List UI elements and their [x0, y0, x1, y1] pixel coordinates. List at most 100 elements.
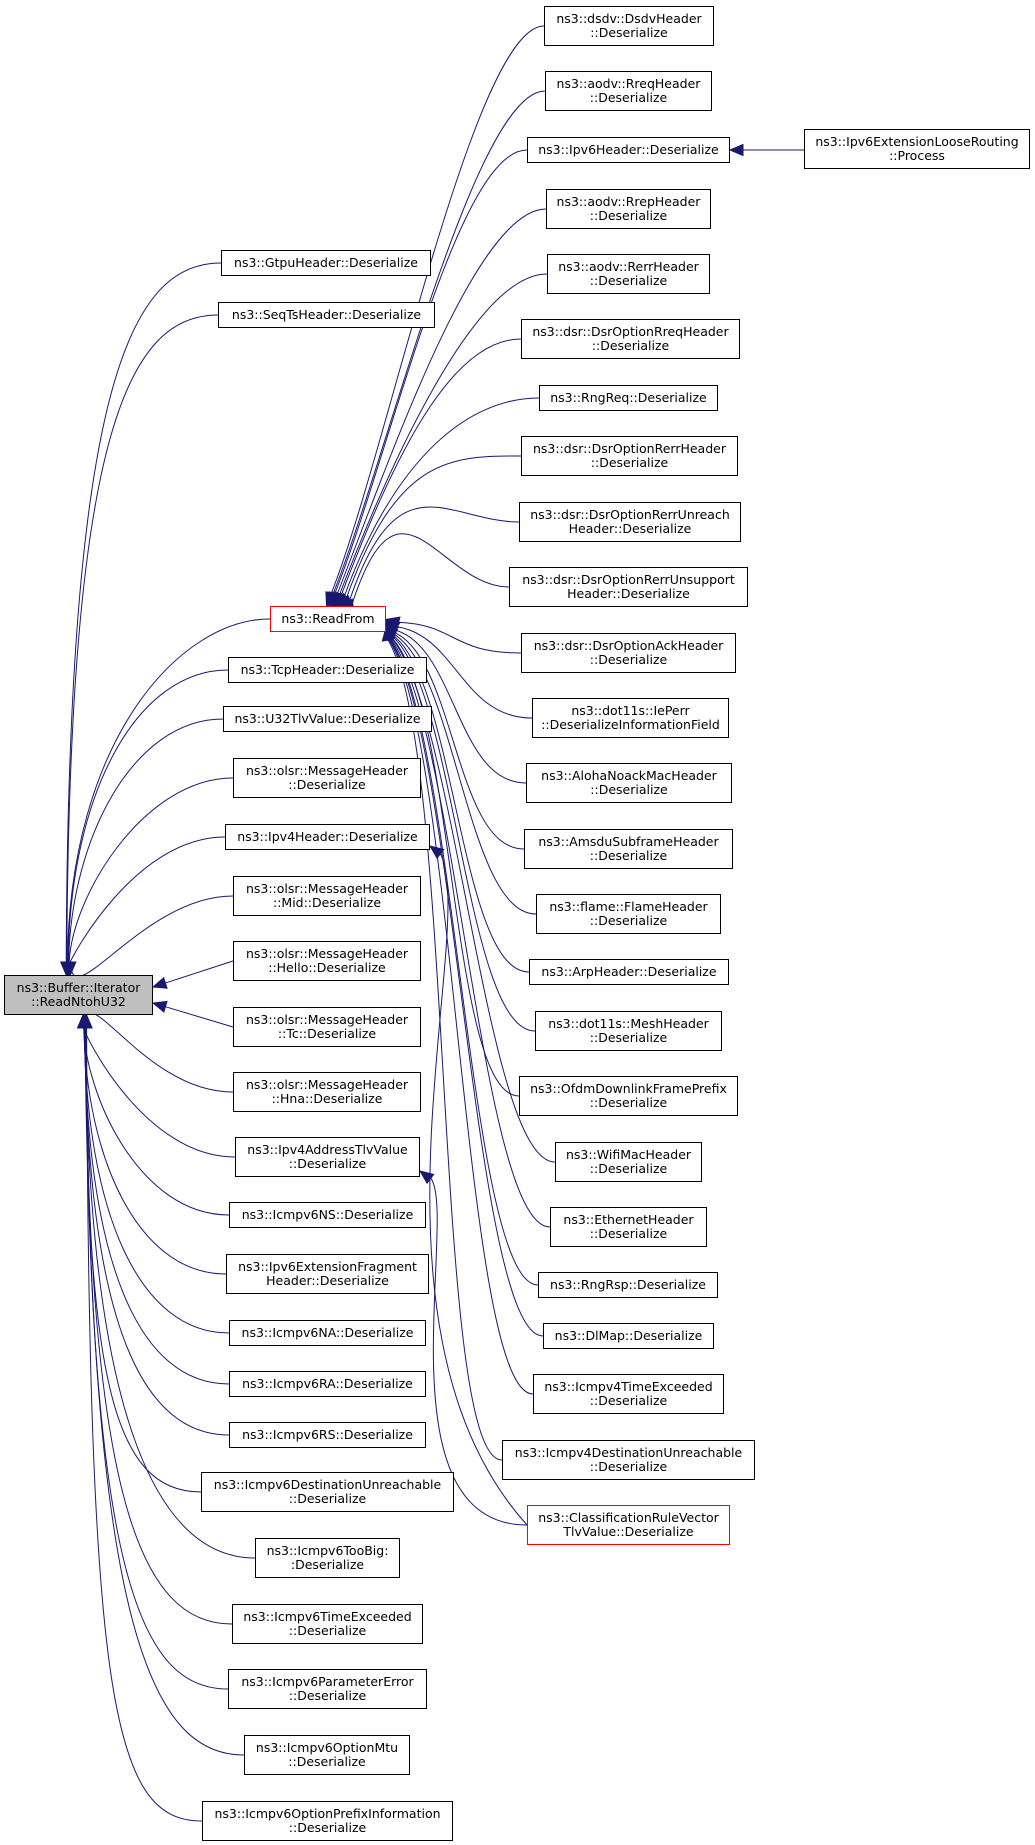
node-rngrsp-deserialize[interactable]: ns3::RngRsp::Deserialize	[538, 1272, 718, 1298]
arrowhead-olsrmid	[64, 961, 77, 977]
node-dsdv-dsdvheader-deserialize[interactable]: ns3::dsdv::DsdvHeader ::Deserialize	[544, 6, 714, 46]
node-dsr-dsroptionrerrheader-deserialize[interactable]: ns3::dsr::DsrOptionRerrHeader ::Deserial…	[521, 436, 738, 476]
node-icmpv6destinationunreachable-deserialize[interactable]: ns3::Icmpv6DestinationUnreachable ::Dese…	[201, 1472, 454, 1512]
node-ipv4header-deserialize[interactable]: ns3::Ipv4Header::Deserialize	[225, 824, 430, 850]
arrowhead-classrule-ipv4hdr	[428, 845, 445, 860]
node-ethernetheader-deserialize[interactable]: ns3::EthernetHeader ::Deserialize	[550, 1207, 707, 1247]
edge-dsdv	[330, 25, 545, 595]
node-rngreq-deserialize[interactable]: ns3::RngReq::Deserialize	[539, 385, 718, 411]
edge-icmpv6rs	[84, 1026, 230, 1436]
edge-dsrack	[397, 621, 522, 654]
edge-u32tlv	[68, 718, 224, 964]
edge-aodvrrep	[336, 208, 547, 596]
edge-seqts	[66, 314, 219, 964]
edge-tcp	[67, 669, 229, 964]
node-arpheader-deserialize[interactable]: ns3::ArpHeader::Deserialize	[529, 959, 729, 985]
node-classificationrulevectortlvvalue-deserialize[interactable]: ns3::ClassificationRuleVector TlvValue::…	[527, 1505, 730, 1545]
node-aodv-rerrheader-deserialize[interactable]: ns3::aodv::RerrHeader ::Deserialize	[547, 254, 710, 294]
node-gtpuheader-deserialize[interactable]: ns3::GtpuHeader::Deserialize	[221, 250, 431, 276]
edge-gtpu	[65, 262, 222, 964]
edge-amsdu	[392, 631, 525, 850]
node-seqtsheader-deserialize[interactable]: ns3::SeqTsHeader::Deserialize	[218, 302, 435, 328]
edge-dot11sieperr	[395, 626, 533, 719]
node-ipv6header-deserialize[interactable]: ns3::Ipv6Header::Deserialize	[527, 137, 730, 163]
edge-icmpv6prefix	[86, 1026, 203, 1822]
edge-dsrrerrunreach	[348, 506, 520, 602]
edge-flame	[391, 632, 537, 915]
node-ipv4addresstlvvalue-deserialize[interactable]: ns3::Ipv4AddressTlvValue ::Deserialize	[235, 1137, 420, 1177]
node-amsdusubframeheader-deserialize[interactable]: ns3::AmsduSubframeHeader ::Deserialize	[524, 829, 733, 869]
node-tcpheader-deserialize[interactable]: ns3::TcpHeader::Deserialize	[228, 657, 427, 683]
node-icmpv4destinationunreachable-deserialize[interactable]: ns3::Icmpv4DestinationUnreachable ::Dese…	[502, 1440, 755, 1480]
edge-aodvrreq	[332, 90, 546, 596]
edge-olsrhello	[164, 960, 234, 984]
node-dsr-dsroptionrerrunsupportheader-deserialize[interactable]: ns3::dsr::DsrOptionRerrUnsupport Header:…	[509, 567, 748, 607]
edge-rngrsp	[388, 637, 539, 1286]
arrowhead-icmpv6prefix	[80, 1013, 93, 1029]
node-icmpv6na-deserialize[interactable]: ns3::Icmpv6NA::Deserialize	[229, 1320, 426, 1346]
edge-dsrrerrunsupport	[351, 533, 510, 605]
edge-rngreq	[343, 397, 540, 598]
edge-icmpv6toobig	[84, 1026, 256, 1559]
edge-olsrhna	[82, 1012, 234, 1093]
arrowhead-classrule-ipv4addrtlv	[418, 1170, 435, 1185]
edge-icmpv6na	[83, 1026, 230, 1334]
node-ofdmdownlinkframeprefix-deserialize[interactable]: ns3::OfdmDownlinkFramePrefix ::Deseriali…	[519, 1076, 738, 1116]
edge-ethernet	[388, 636, 551, 1228]
edge-olsrmid	[69, 895, 234, 977]
node-alohanoackmacheader-deserialize[interactable]: ns3::AlohaNoackMacHeader ::Deserialize	[526, 763, 732, 803]
edge-classrule-ipv4addrtlv	[429, 1176, 528, 1526]
node-icmpv6ns-deserialize[interactable]: ns3::Icmpv6NS::Deserialize	[229, 1202, 426, 1228]
arrowhead-olsrtc	[151, 1000, 168, 1013]
node-icmpv6ra-deserialize[interactable]: ns3::Icmpv6RA::Deserialize	[229, 1371, 426, 1397]
arrowhead-olsrhello	[151, 976, 168, 989]
edge-olsrmsg	[68, 777, 234, 964]
node-icmpv6rs-deserialize[interactable]: ns3::Icmpv6RS::Deserialize	[229, 1422, 426, 1448]
edge-aodvrerr	[338, 273, 548, 597]
node-olsr-messageheader-hello-deserialize[interactable]: ns3::olsr::MessageHeader ::Hello::Deseri…	[233, 941, 421, 981]
arrowhead-icmpv4du	[381, 626, 395, 642]
node-dsr-dsroptionrreqheader-deserialize[interactable]: ns3::dsr::DsrOptionRreqHeader ::Deserial…	[521, 319, 740, 359]
node-icmpv6toobig-deserialize[interactable]: ns3::Icmpv6TooBig: :Deserialize	[255, 1538, 400, 1578]
node-icmpv6optionmtu-deserialize[interactable]: ns3::Icmpv6OptionMtu ::Deserialize	[244, 1735, 410, 1775]
edge-icmpv6ra	[84, 1026, 230, 1385]
node-icmpv6timeexceeded-deserialize[interactable]: ns3::Icmpv6TimeExceeded ::Deserialize	[232, 1604, 423, 1644]
node-ipv6extensionfragmentheader-deserialize[interactable]: ns3::Ipv6ExtensionFragment Header::Deser…	[226, 1254, 429, 1294]
arrowhead-ipv6loose	[728, 143, 744, 157]
edge-ipv4addrtlv	[82, 1026, 236, 1158]
node-aodv-rrepheader-deserialize[interactable]: ns3::aodv::RrepHeader ::Deserialize	[546, 189, 711, 229]
node-icmpv6parametererror-deserialize[interactable]: ns3::Icmpv6ParameterError ::Deserialize	[228, 1669, 427, 1709]
edge-dsrrreq	[340, 338, 522, 597]
edge-aloha	[393, 629, 527, 784]
edge-icmpv6mtu	[85, 1026, 245, 1756]
node-aodv-rreqheader-deserialize[interactable]: ns3::aodv::RreqHeader ::Deserialize	[545, 71, 712, 111]
node-dlmap-deserialize[interactable]: ns3::DlMap::Deserialize	[543, 1323, 714, 1349]
edge-readfrom	[66, 618, 271, 964]
node-olsr-messageheader-mid-deserialize[interactable]: ns3::olsr::MessageHeader ::Mid::Deserial…	[233, 876, 421, 916]
edge-olsrtc	[164, 1005, 234, 1028]
edge-wifimac	[389, 635, 556, 1163]
node-buffer-iterator-readntohu32: ns3::Buffer::Iterator ::ReadNtohU32	[4, 975, 153, 1015]
edge-dsrrerr	[345, 455, 522, 599]
node-dsr-dsroptionrerrunreachheader-deserialize[interactable]: ns3::dsr::DsrOptionRerrUnreach Header::D…	[519, 502, 741, 542]
node-wifimacheader-deserialize[interactable]: ns3::WifiMacHeader ::Deserialize	[555, 1142, 702, 1182]
edge-arp	[390, 633, 530, 973]
node-u32tlvvalue-deserialize[interactable]: ns3::U32TlvValue::Deserialize	[223, 706, 432, 732]
node-ipv6extensionlooserouting-process[interactable]: ns3::Ipv6ExtensionLooseRouting ::Process	[804, 129, 1030, 169]
node-dot11s-ieperr-deserializeinformationfield[interactable]: ns3::dot11s::IePerr ::DeserializeInforma…	[532, 698, 729, 738]
node-olsr-messageheader-deserialize[interactable]: ns3::olsr::MessageHeader ::Deserialize	[233, 758, 421, 798]
edge-icmpv6te	[85, 1026, 233, 1625]
node-icmpv4timeexceeded-deserialize[interactable]: ns3::Icmpv4TimeExceeded ::Deserialize	[533, 1374, 724, 1414]
node-dot11s-meshheader-deserialize[interactable]: ns3::dot11s::MeshHeader ::Deserialize	[535, 1011, 722, 1051]
edge-ipv4hdr	[69, 836, 226, 964]
edge-classrule-ipv4hdr	[429, 852, 528, 1526]
node-readfrom[interactable]: ns3::ReadFrom	[270, 606, 386, 632]
node-olsr-messageheader-hna-deserialize[interactable]: ns3::olsr::MessageHeader ::Hna::Deserial…	[233, 1072, 421, 1112]
node-olsr-messageheader-tc-deserialize[interactable]: ns3::olsr::MessageHeader ::Tc::Deseriali…	[233, 1007, 421, 1047]
edge-dlmap	[388, 637, 544, 1337]
node-dsr-dsroptionackheader-deserialize[interactable]: ns3::dsr::DsrOptionAckHeader ::Deseriali…	[521, 633, 736, 673]
edge-ipv6hdr	[333, 149, 528, 596]
node-icmpv6optionprefixinformation-deserialize[interactable]: ns3::Icmpv6OptionPrefixInformation ::Des…	[202, 1801, 453, 1841]
node-flame-flameheader-deserialize[interactable]: ns3::flame::FlameHeader ::Deserialize	[536, 894, 721, 934]
